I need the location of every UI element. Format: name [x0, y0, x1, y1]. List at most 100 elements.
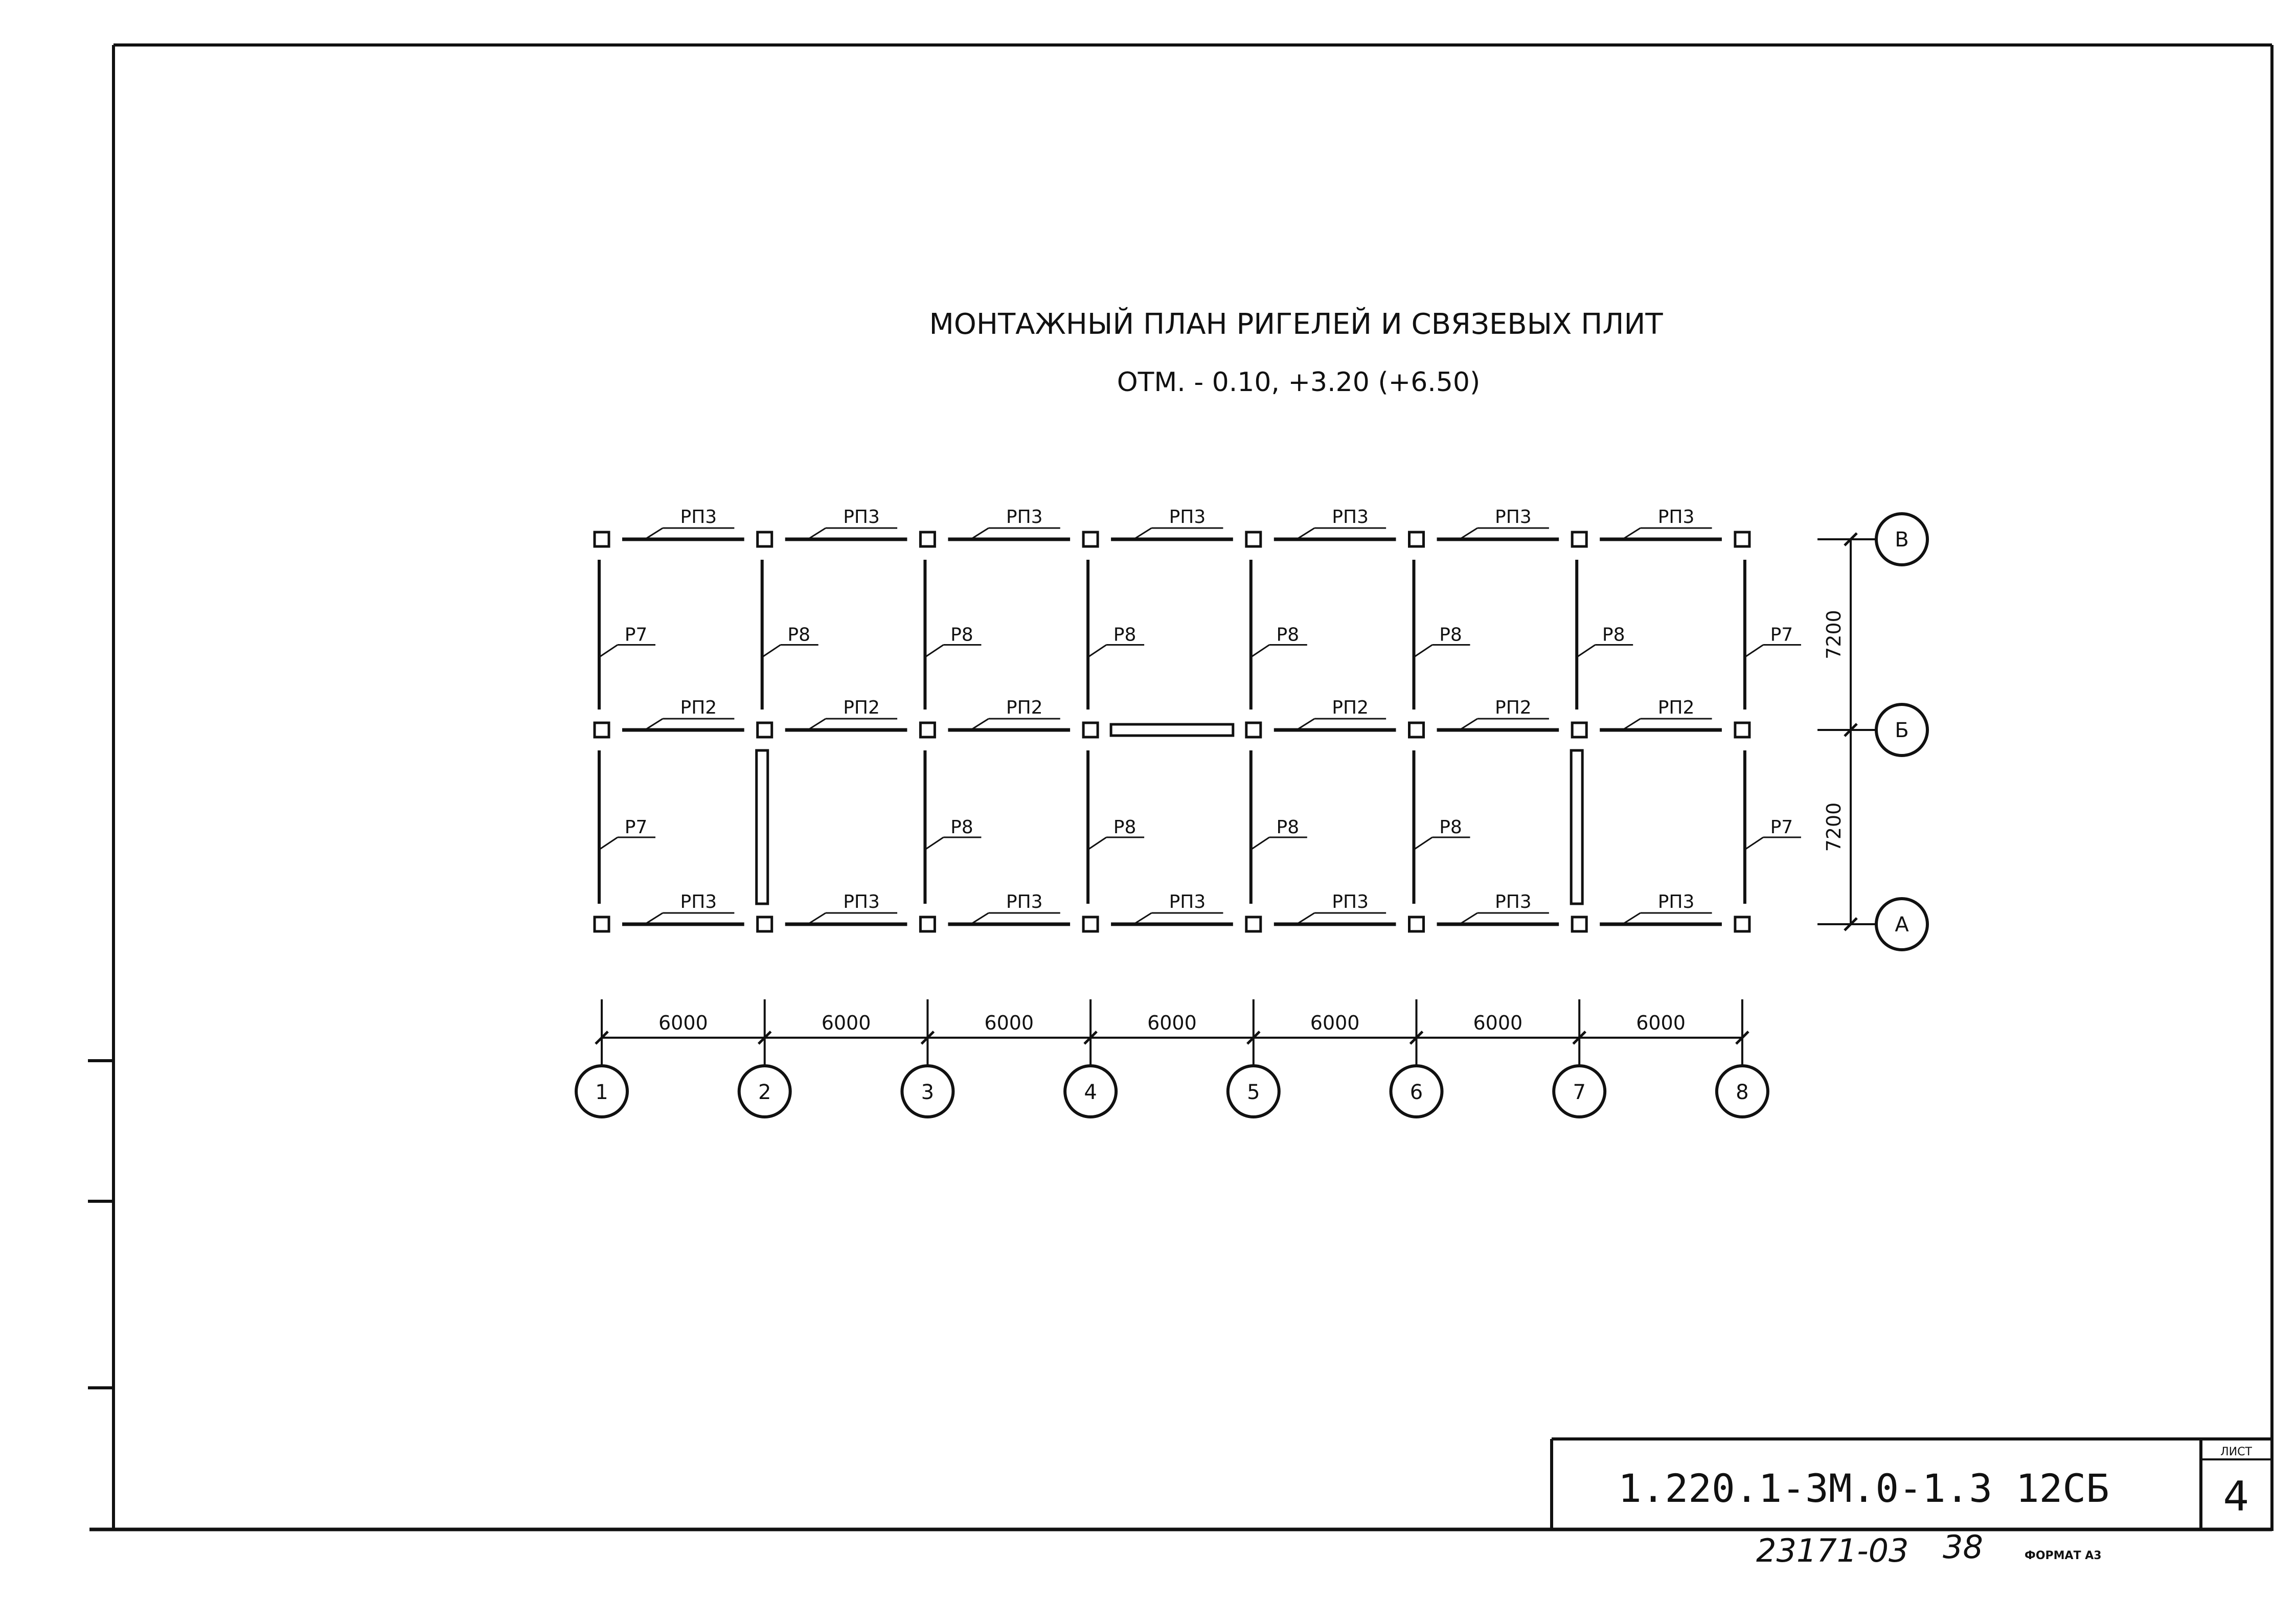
plan-subtitle: ОТМ. - 0.10, +3.20 (+6.50): [1117, 367, 1481, 398]
crossbar-leader: [599, 644, 618, 658]
column-square: [1571, 916, 1588, 933]
column-square: [919, 721, 936, 739]
column-square: [1082, 721, 1099, 739]
beam-label-leader: [970, 527, 989, 540]
crossbar-leader: [924, 836, 944, 851]
dimension-tick: [1409, 1031, 1424, 1045]
span-dimension-label: 6000: [822, 1012, 871, 1034]
span-dimension-label: 6000: [1310, 1012, 1360, 1034]
beam-label-leader: [1133, 912, 1152, 925]
beam-label-leader: [644, 718, 664, 731]
crossbar-leader: [1413, 644, 1433, 658]
beam-label: РП3: [680, 891, 717, 912]
column-square: [1245, 916, 1262, 933]
column-square: [593, 916, 610, 933]
dimension-tick: [595, 1031, 609, 1045]
beam-label-leader: [807, 912, 826, 925]
crossbar-label: Р7: [625, 625, 648, 646]
column-axis-bubble: [1715, 1064, 1769, 1118]
crossbar-label: Р7: [1770, 625, 1793, 646]
dimension-tick: [920, 1031, 935, 1045]
crossbar-label: Р8: [950, 625, 973, 646]
row-dimension-label: 7200: [1823, 803, 1845, 852]
beam-label: РП3: [1658, 891, 1695, 912]
crossbar-leader: [1576, 644, 1596, 658]
beam-label: РП3: [1332, 507, 1369, 528]
column-square: [1408, 916, 1425, 933]
link-slab-vertical: [1570, 749, 1584, 905]
beam-label: РП3: [1006, 507, 1043, 528]
sheet-label: ЛИСТ: [2220, 1446, 2252, 1458]
beam-label: РП3: [1006, 891, 1043, 912]
column-axis-bubble: [1063, 1064, 1118, 1118]
span-dimension-label: 6000: [1473, 1012, 1522, 1034]
beam-label: РП3: [1169, 891, 1206, 912]
row-axis-label: Б: [1895, 719, 1908, 742]
beam-label-leader: [1622, 912, 1641, 925]
column-square: [1082, 916, 1099, 933]
beam-label: РП2: [843, 697, 880, 718]
span-dimension-label: 6000: [984, 1012, 1034, 1034]
dimension-tick: [1735, 1031, 1749, 1045]
dimension-tick: [757, 1031, 772, 1045]
beam-label-leader: [1296, 912, 1315, 925]
crossbar-leader: [1087, 644, 1107, 658]
crossbar-label: Р8: [787, 625, 810, 646]
beam-label-leader: [807, 527, 826, 540]
sheet-number: 4: [2223, 1473, 2249, 1520]
beam-label-leader: [1296, 527, 1315, 540]
column-axis-bubble: [1389, 1064, 1444, 1118]
beam-label-leader: [1133, 527, 1152, 540]
column-axis-label: 7: [1573, 1081, 1585, 1104]
beam-label-leader: [1622, 527, 1641, 540]
dimension-tick: [1246, 1031, 1261, 1045]
format-label: ФОРМАТ А3: [2025, 1549, 2102, 1562]
beam-label: РП2: [1006, 697, 1043, 718]
title-block: [1550, 1437, 2274, 1531]
beam-label-leader: [644, 527, 664, 540]
column-axis-label: 8: [1736, 1081, 1748, 1104]
beam-label: РП3: [1495, 507, 1532, 528]
sheet-frame: [88, 43, 2274, 1531]
crossbar-label: Р8: [1113, 625, 1136, 646]
column-axis-bubble: [575, 1064, 629, 1118]
link-slab-vertical: [755, 749, 769, 905]
column-square: [756, 531, 774, 548]
dimension-tick: [1572, 1031, 1586, 1045]
beam-label: РП2: [1658, 697, 1695, 718]
column-square: [1408, 721, 1425, 739]
beam-label: РП2: [680, 697, 717, 718]
crossbar-leader: [1744, 836, 1764, 851]
crossbar-leader: [1250, 836, 1270, 851]
column-axis-label: 2: [758, 1081, 771, 1104]
beam-label: РП3: [1169, 507, 1206, 528]
stamp-number: 23171-03: [1756, 1532, 1909, 1569]
column-square: [1734, 721, 1751, 739]
crossbar-label: Р8: [1439, 817, 1462, 838]
link-slab: [1109, 723, 1235, 737]
beam-label: РП3: [1658, 507, 1695, 528]
beam-label-leader: [970, 912, 989, 925]
column-square: [919, 531, 936, 548]
row-dimension-tick: [1844, 723, 1858, 737]
crossbar-label: Р8: [1276, 625, 1299, 646]
crossbar-leader: [1250, 644, 1270, 658]
beam-label: РП3: [1495, 891, 1532, 912]
column-square: [1734, 531, 1751, 548]
plan-title: МОНТАЖНЫЙ ПЛАН РИГЕЛЕЙ И СВЯЗЕВЫХ ПЛИТ: [929, 307, 1663, 341]
column-square: [1571, 721, 1588, 739]
column-square: [1571, 531, 1588, 548]
beam-label-leader: [1296, 718, 1315, 731]
beam-label-leader: [644, 912, 664, 925]
column-square: [1245, 531, 1262, 548]
column-axis-label: 3: [921, 1081, 934, 1104]
crossbar-label: Р7: [625, 817, 648, 838]
beam-label-leader: [1459, 912, 1478, 925]
row-axis-bubble: [1875, 512, 1929, 566]
span-dimension-label: 6000: [1636, 1012, 1686, 1034]
column-axis-bubble: [737, 1064, 792, 1118]
beam-label-leader: [1622, 718, 1641, 731]
column-square: [1408, 531, 1425, 548]
row-axis-bubble: [1875, 703, 1929, 757]
